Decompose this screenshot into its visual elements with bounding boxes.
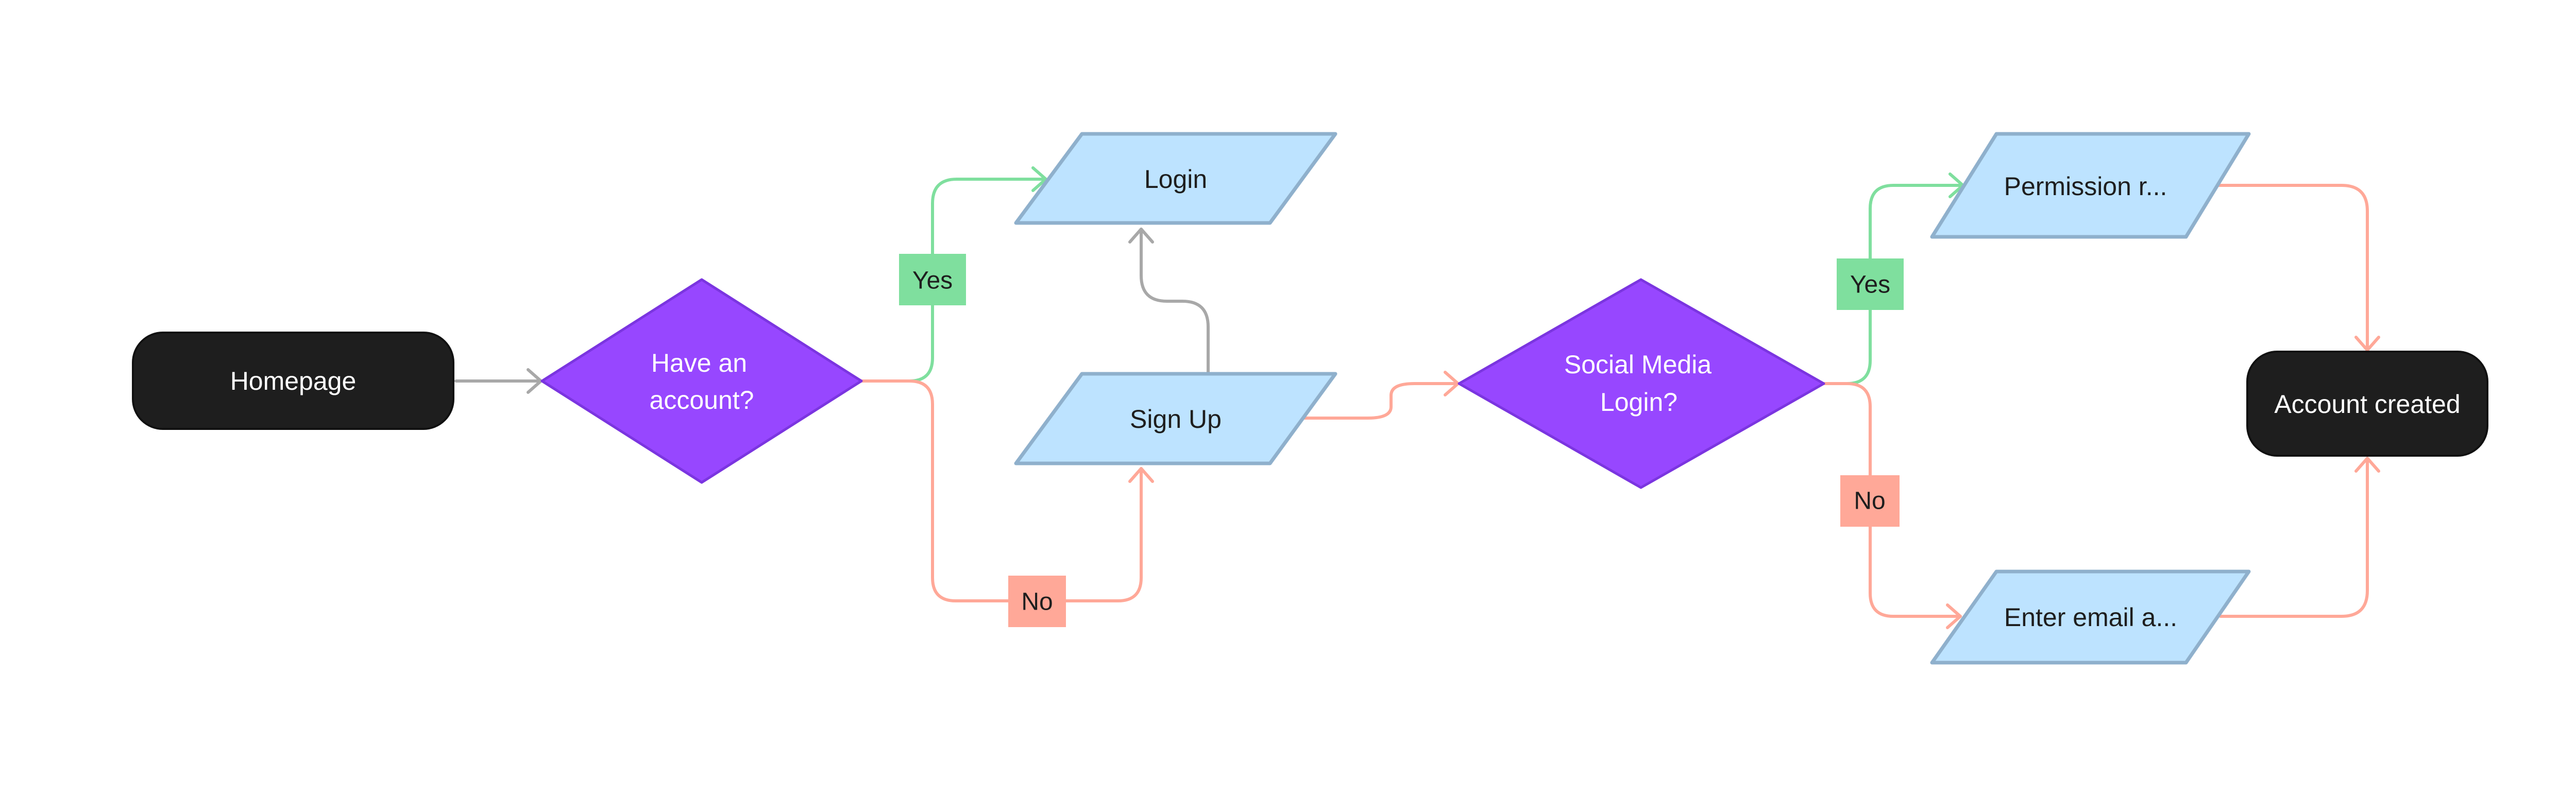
connector-email-to-account [2219,457,2369,618]
node-permission-label: Permission r... [2004,172,2167,201]
arrowhead-no-to-email [1946,603,1962,629]
tag-no-account: No [1008,576,1066,627]
arrowhead-no-to-signup [1128,467,1154,483]
node-permission[interactable]: Permission r... [1930,132,2251,239]
tag-no-social: No [1840,475,1900,527]
node-have-account-label-line1: Have an [651,349,747,377]
arrowhead-yes-to-login [1031,166,1047,192]
node-have-account-label-line2: account? [650,386,754,414]
node-social-login-decision[interactable]: Social Media Login? [1458,278,1825,489]
tag-yes-social-label: Yes [1850,271,1890,299]
node-account-created-label: Account created [2274,390,2460,419]
connector-no-to-signup [859,379,1143,602]
tag-no-social-label: No [1854,488,1885,515]
node-homepage[interactable]: Homepage [132,332,454,430]
node-enter-email-label: Enter email a... [2004,603,2177,632]
node-have-account-decision[interactable]: Have an account? [540,278,863,484]
node-enter-email[interactable]: Enter email a... [1930,569,2251,665]
node-social-label-line2: Login? [1600,388,1677,417]
connector-permission-to-account [2216,184,2369,352]
arrowhead-signup-to-login [1128,228,1154,244]
node-sign-up[interactable]: Sign Up [1014,372,1337,465]
arrowhead-email-to-account [2354,457,2380,473]
tag-no-account-label: No [1021,589,1053,616]
node-login[interactable]: Login [1014,132,1337,225]
connector-signup-to-social [1302,382,1460,420]
node-account-created[interactable]: Account created [2246,351,2488,457]
arrowhead-permission-to-account [2354,336,2380,352]
node-login-label: Login [1144,165,1207,194]
tag-yes-social: Yes [1837,258,1904,310]
tag-yes-account: Yes [899,254,966,305]
node-sign-up-label: Sign Up [1130,405,1222,434]
connector-signup-to-login [1140,228,1210,374]
node-social-label-line1: Social Media [1564,350,1711,379]
tag-yes-account-label: Yes [912,267,953,295]
node-homepage-label: Homepage [230,367,357,395]
